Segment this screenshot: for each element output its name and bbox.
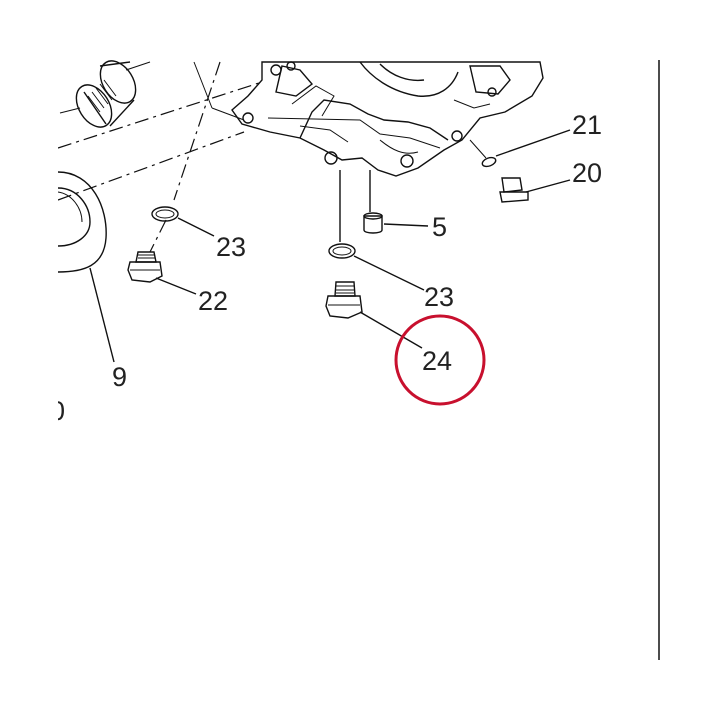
o-ring-23-center [328, 243, 356, 259]
callout-9: 9 [112, 362, 127, 392]
o-ring-23-left [151, 206, 179, 222]
left-crop-mask [0, 60, 58, 480]
plug-22 [127, 251, 163, 283]
callout-24: 24 [422, 346, 452, 376]
center-lines [57, 61, 263, 253]
callout-23-left: 23 [216, 232, 246, 262]
leader-lines [89, 129, 571, 363]
plug-20 [499, 177, 529, 203]
disc-seal [57, 171, 107, 273]
washer-21 [469, 139, 497, 168]
callout-23-center: 23 [424, 282, 454, 312]
callout-5: 5 [432, 212, 447, 242]
callout-20: 20 [572, 158, 602, 188]
crankcase-housing [231, 61, 544, 177]
dowel-5 [363, 212, 383, 234]
callout-22: 22 [198, 286, 228, 316]
callout-21: 21 [572, 110, 602, 140]
needle-bearing [75, 60, 137, 128]
center-axis [339, 170, 371, 242]
highlight-circle [394, 314, 486, 406]
plug-24 [325, 281, 363, 319]
